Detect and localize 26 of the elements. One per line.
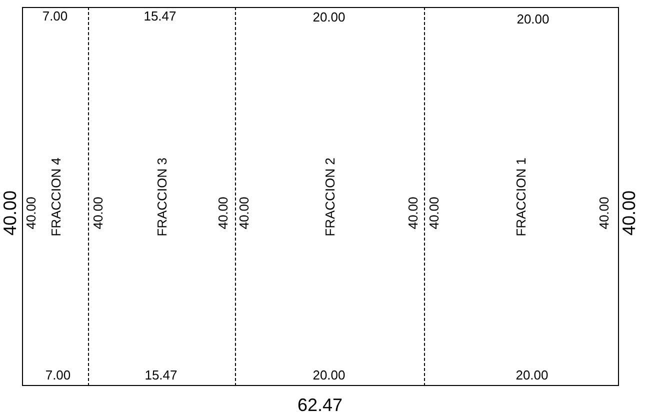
parcel-label: FRACCION 3: [154, 157, 170, 236]
parcel-label: FRACCION 4: [48, 157, 63, 236]
dimension-label: 15.47: [144, 368, 178, 382]
dimension-label: 15.47: [144, 10, 176, 22]
dimension-label: 40.00: [238, 196, 250, 230]
dimension-label: 40.00: [620, 190, 638, 236]
dimension-label: 40.00: [92, 196, 104, 230]
dimension-label: 20.00: [516, 12, 550, 26]
dimension-label: 20.00: [312, 368, 346, 382]
dimension-label: 40.00: [428, 196, 440, 230]
dimension-label: 20.00: [312, 10, 346, 24]
parcel-label: FRACCION 1: [514, 157, 529, 236]
lot-parcel: [22, 7, 88, 386]
dimension-label: 7.00: [42, 10, 68, 22]
dimension-label: 40.00: [24, 196, 38, 230]
lot-parcel: [424, 7, 618, 386]
dimension-label: 7.00: [45, 368, 71, 382]
parcel-label: FRACCION 2: [322, 157, 338, 236]
lot-parcel: [88, 7, 235, 386]
dimension-label: 40.00: [216, 196, 230, 230]
dimension-label: 40.00: [598, 196, 610, 230]
dimension-label: 40.00: [1, 190, 19, 236]
dimension-label: 40.00: [406, 196, 420, 230]
dimension-label: 20.00: [516, 368, 548, 382]
dimension-label: 62.47: [297, 396, 343, 414]
lot-parcel: [235, 7, 424, 386]
